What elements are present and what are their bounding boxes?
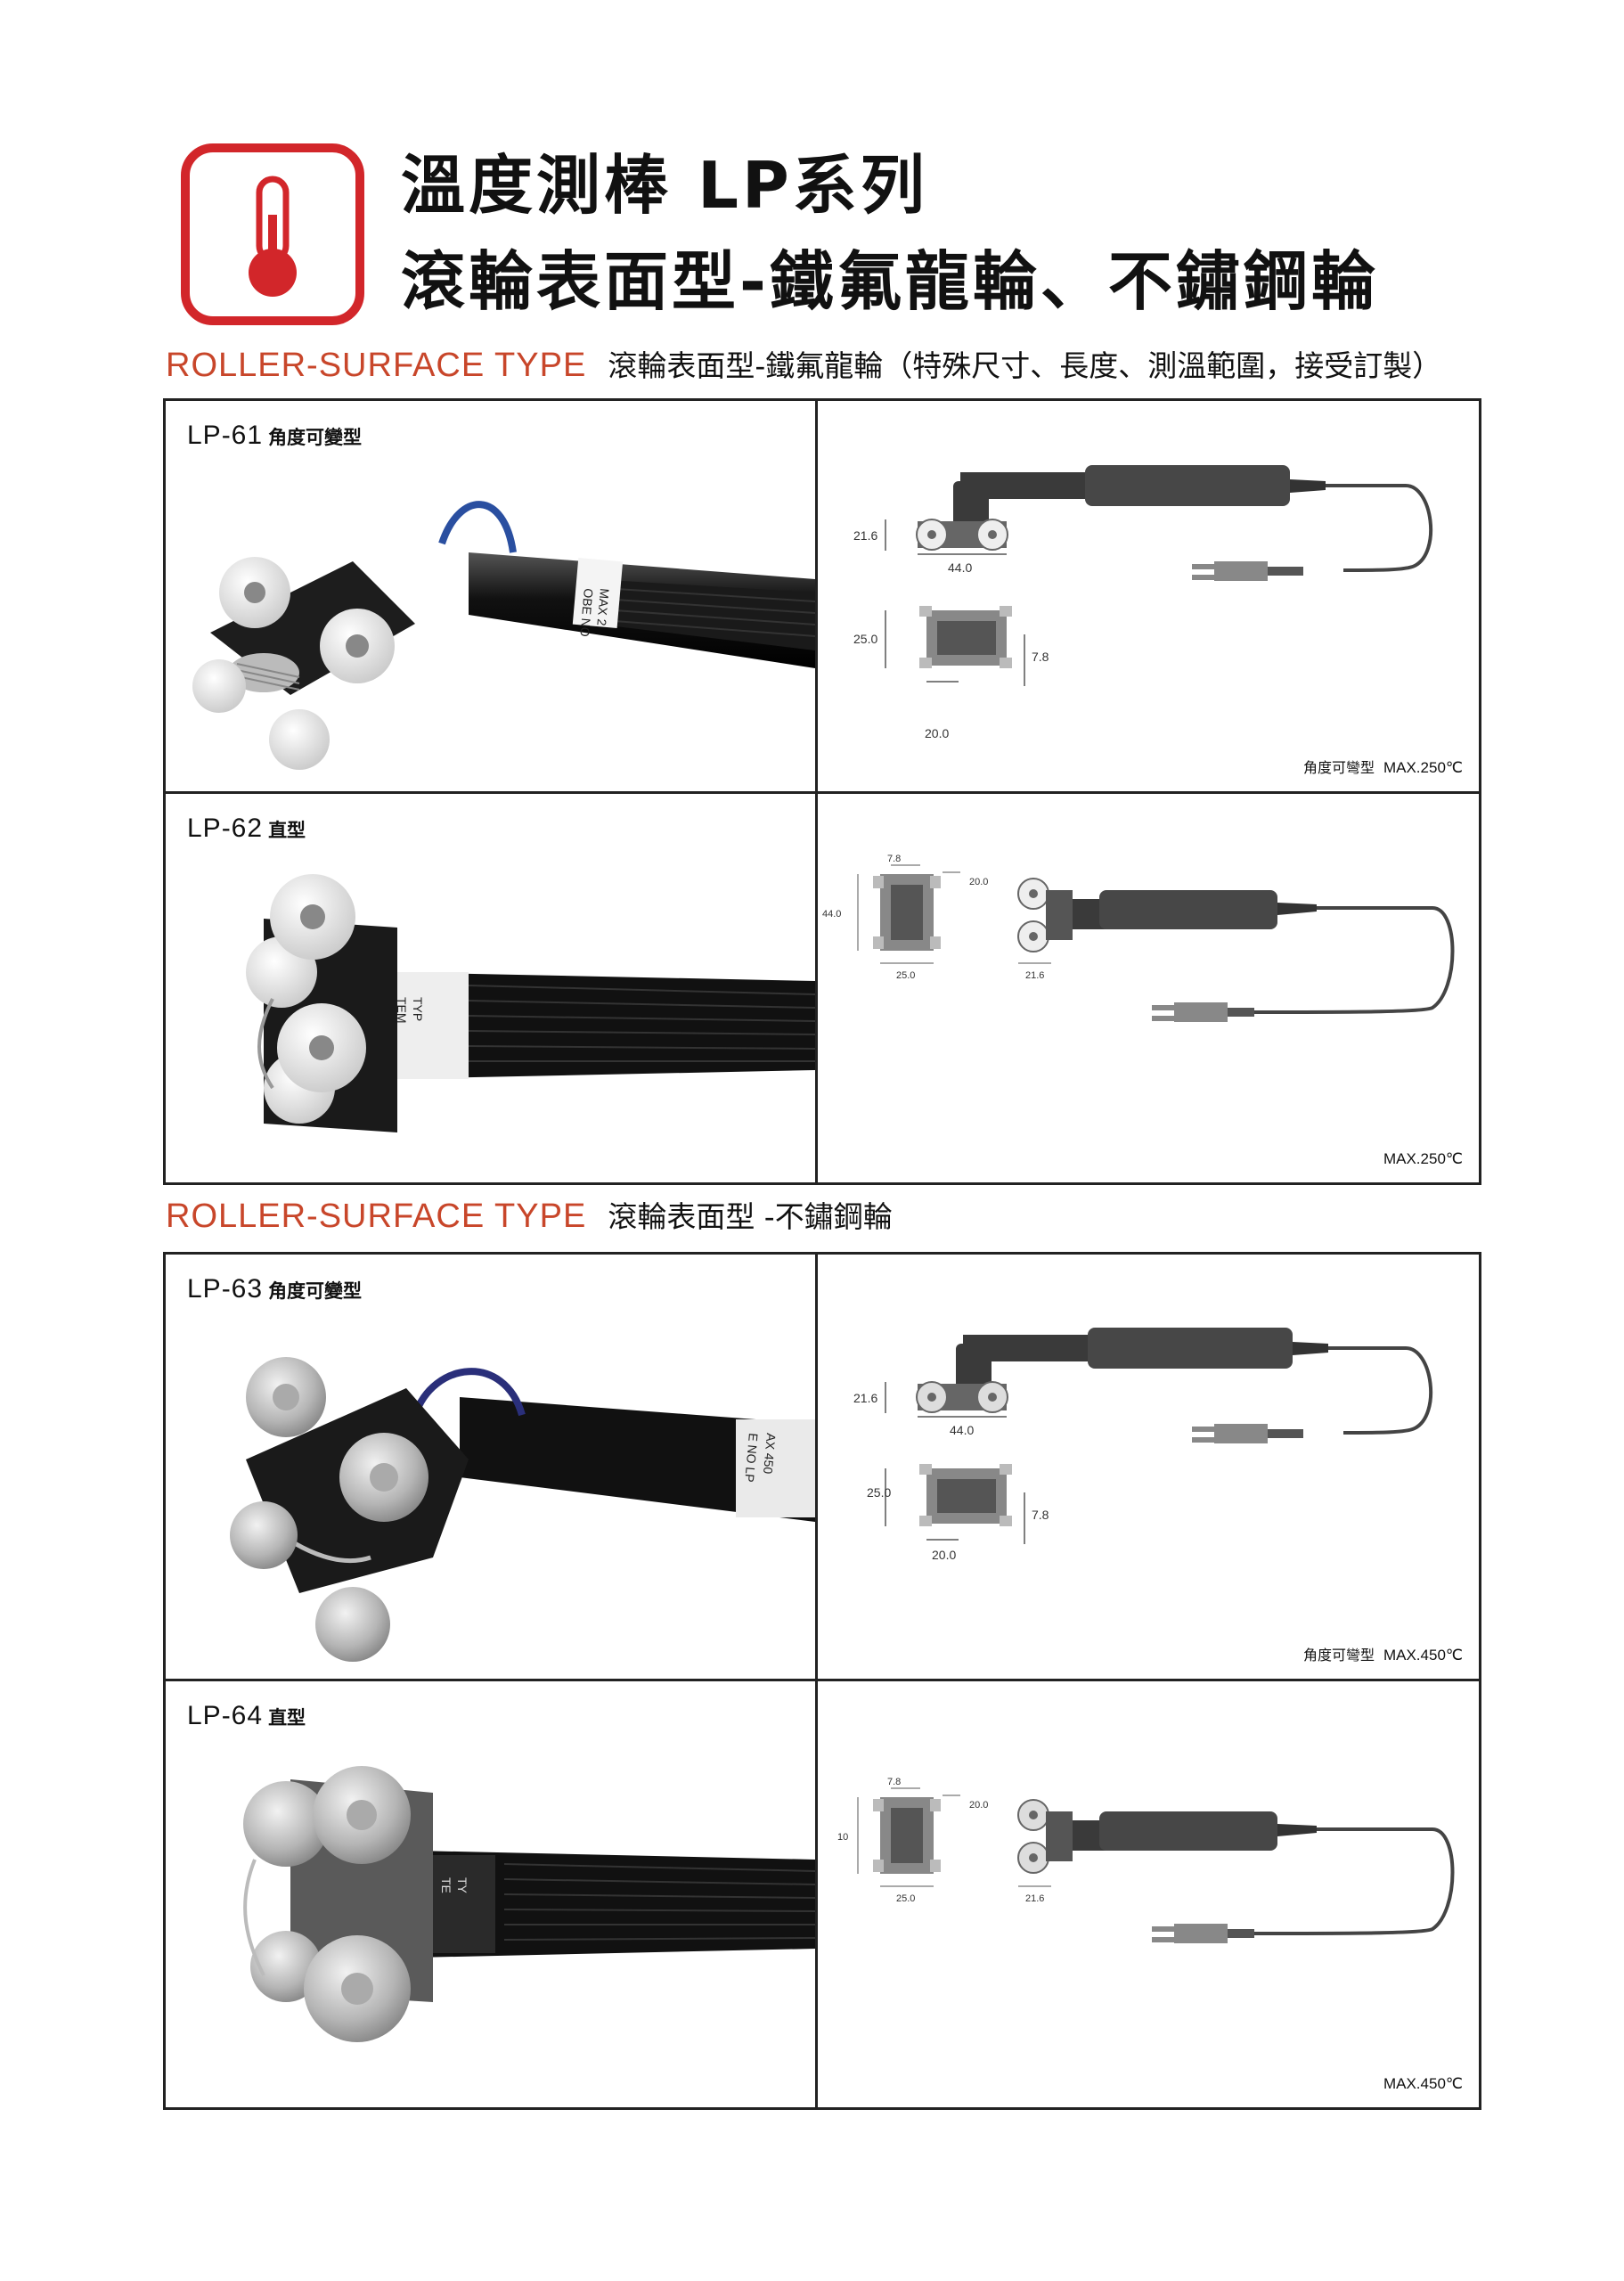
- divider: [166, 1679, 1479, 1681]
- dimension-label: 44.0: [948, 560, 972, 575]
- dimension-label: 21.6: [1025, 970, 1044, 981]
- lp-64-drawing-cell: 7.8 20.0 10 25.0 21.6 MAX.450℃: [818, 1681, 1479, 2107]
- dimension-label: 25.0: [896, 970, 915, 981]
- lp-61-dimension-drawing: 21.6 44.0 25.0 7.8 20.0: [853, 465, 1433, 740]
- section-1-heading: ROLLER-SURFACE TYPE 滾輪表面型-鐵氟龍輪（特殊尺寸、長度、測溫…: [166, 348, 1441, 382]
- dimension-label: 7.8: [1032, 1508, 1049, 1522]
- max-temp-note: MAX.450℃: [1383, 2075, 1463, 2093]
- note-prefix: 角度可彎型: [1302, 759, 1375, 776]
- dimension-label: 7.8: [887, 1777, 901, 1787]
- dimension-label: 44.0: [950, 1423, 974, 1437]
- dimension-label: 21.6: [853, 528, 877, 543]
- dimension-label: 25.0: [853, 632, 877, 646]
- product-code: LP-63: [187, 1274, 264, 1304]
- dimension-label: 44.0: [822, 909, 841, 920]
- page-title-line-1: 溫度測棒 LP系列: [401, 148, 928, 223]
- dimension-label: 20.0: [969, 877, 988, 887]
- probe-marking: TY: [455, 1877, 469, 1894]
- max-temp-note: MAX.250℃: [1383, 1150, 1463, 1168]
- product-code: LP-64: [187, 1701, 264, 1730]
- probe-marking: TE: [439, 1877, 453, 1893]
- page-title-line-2: 滾輪表面型-鐵氟龍輪、不鏽鋼輪: [401, 244, 1379, 319]
- lp-63-dimension-drawing: 21.6 44.0 25.0 7.8 20.0: [853, 1328, 1433, 1562]
- note-prefix: 角度可彎型: [1302, 1647, 1375, 1664]
- thermometer-icon: [249, 176, 297, 297]
- probe-marking: OBE NO: [577, 588, 596, 638]
- lp-61-probe-photo: OBE NO MAX 2: [192, 501, 815, 770]
- section-2-heading: ROLLER-SURFACE TYPE 滾輪表面型 -不鏽鋼輪: [166, 1199, 893, 1233]
- thermometer-logo: [181, 143, 364, 325]
- section-1-title-zh: 滾輪表面型-鐵氟龍輪（特殊尺寸、長度、測溫範圍，接受訂製）: [608, 348, 1442, 383]
- probe-marking: MAX 2: [594, 588, 612, 626]
- product-desc: 角度可變型: [268, 1280, 363, 1302]
- dimension-label: 20.0: [932, 1548, 956, 1562]
- probe-marking: TYP: [411, 997, 425, 1021]
- note-temp: MAX.450℃: [1383, 1647, 1463, 1664]
- probe-marking: TEM: [395, 997, 409, 1024]
- lp-64-probe-photo: TE TY: [243, 1766, 815, 2042]
- product-code: LP-61: [187, 421, 264, 450]
- dimension-label: 20.0: [925, 726, 949, 740]
- section-2-title-zh: 滾輪表面型 -不鏽鋼輪: [608, 1199, 893, 1234]
- dimension-label: 21.6: [1025, 1893, 1044, 1904]
- max-temp-note: 角度可彎型 MAX.250℃: [1303, 756, 1463, 777]
- dimension-label: 10: [837, 1832, 848, 1843]
- section-1-title-en: ROLLER-SURFACE TYPE: [166, 347, 587, 384]
- note-temp: MAX.450℃: [1383, 2075, 1463, 2092]
- product-code: LP-62: [187, 813, 264, 843]
- product-desc: 直型: [268, 820, 306, 841]
- lp-62-dimension-drawing: 7.8 20.0 44.0 25.0 21.6: [822, 854, 1455, 1022]
- note-temp: MAX.250℃: [1383, 759, 1463, 776]
- lp-61-drawing-cell: 21.6 44.0 25.0 7.8 20.0 角度可彎型 MAX.250℃: [818, 401, 1479, 791]
- probe-marking: E NO LP: [742, 1433, 761, 1483]
- dimension-label: 20.0: [969, 1800, 988, 1811]
- lp-62-drawing-cell: 7.8 20.0 44.0 25.0 21.6 MAX.250℃: [818, 794, 1479, 1182]
- max-temp-note: 角度可彎型 MAX.450℃: [1303, 1643, 1463, 1664]
- dimension-label: 25.0: [867, 1485, 891, 1500]
- lp-63-probe-photo: E NO LP AX 450: [230, 1357, 815, 1662]
- product-desc: 角度可變型: [268, 427, 363, 448]
- divider: [166, 791, 1479, 794]
- dimension-label: 25.0: [896, 1893, 915, 1904]
- note-temp: MAX.250℃: [1383, 1150, 1463, 1167]
- dimension-label: 7.8: [1032, 650, 1049, 664]
- lp-63-drawing-cell: 21.6 44.0 25.0 7.8 20.0 角度可彎型 MAX.450℃: [818, 1255, 1479, 1679]
- product-desc: 直型: [268, 1707, 306, 1729]
- lp-64-dimension-drawing: 7.8 20.0 10 25.0 21.6: [837, 1777, 1455, 1943]
- lp-62-probe-photo: TEM TYP: [246, 874, 815, 1132]
- section-2-title-en: ROLLER-SURFACE TYPE: [166, 1198, 587, 1235]
- dimension-label: 7.8: [887, 854, 901, 864]
- dimension-label: 21.6: [853, 1391, 877, 1405]
- probe-marking: AX 450: [761, 1433, 779, 1475]
